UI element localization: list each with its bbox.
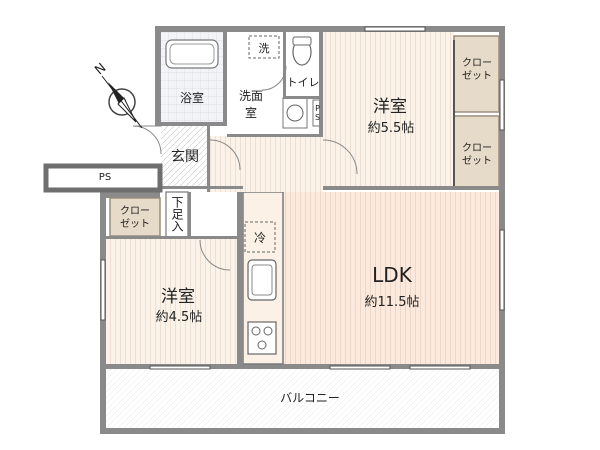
- doors: [132, 65, 358, 271]
- room-name-bathroom: 浴室: [179, 91, 204, 105]
- windows: [100, 26, 505, 370]
- western-room-large-floor: [323, 32, 454, 188]
- fridge-space: [244, 221, 276, 253]
- room-name-entrance: 玄関: [171, 149, 199, 165]
- compass-icon: [101, 75, 143, 129]
- sink: [247, 259, 277, 301]
- washroom-floor: [227, 32, 283, 136]
- room-name-western-large: 洋室: [373, 97, 407, 117]
- room-size-western-small: 約4.5帖: [155, 310, 203, 325]
- entrance-floor: [161, 126, 207, 188]
- washer-label: 洗: [258, 42, 270, 55]
- pipe-space-outer: [43, 163, 163, 193]
- ldk-floor: [243, 192, 499, 364]
- room-name-balcony: バルコニー: [280, 391, 340, 405]
- room-name-western-small: 洋室: [161, 287, 195, 307]
- room-name-shoe-closet: 下足入: [170, 196, 184, 232]
- interior-walls: [106, 32, 499, 364]
- hall-floor: [207, 136, 323, 192]
- fridge-label: 冷: [253, 231, 266, 245]
- room-name-toilet: トイレ: [286, 76, 320, 89]
- western-room-small-floor: [106, 238, 237, 364]
- room-name-washroom: 洗面室: [238, 89, 263, 120]
- closet-upper: [453, 35, 500, 113]
- washer-space: [248, 35, 280, 59]
- room-size-western-large: 約5.5帖: [367, 121, 415, 136]
- pipe-space-inner-label: PS: [313, 104, 322, 122]
- room-name-closet-upper: クロー ゼット: [462, 58, 492, 82]
- room-name-ldk: LDK: [372, 263, 412, 287]
- bathtub: [165, 39, 219, 69]
- balcony-floor: [106, 369, 499, 428]
- closet-middle: [453, 115, 500, 189]
- room-size-ldk: 約11.5帖: [364, 295, 420, 310]
- pipe-space-outer-label: PS: [98, 172, 112, 183]
- room-name-closet-middle: クロー ゼット: [462, 143, 492, 167]
- room-name-closet-left: クロー ゼット: [120, 206, 150, 230]
